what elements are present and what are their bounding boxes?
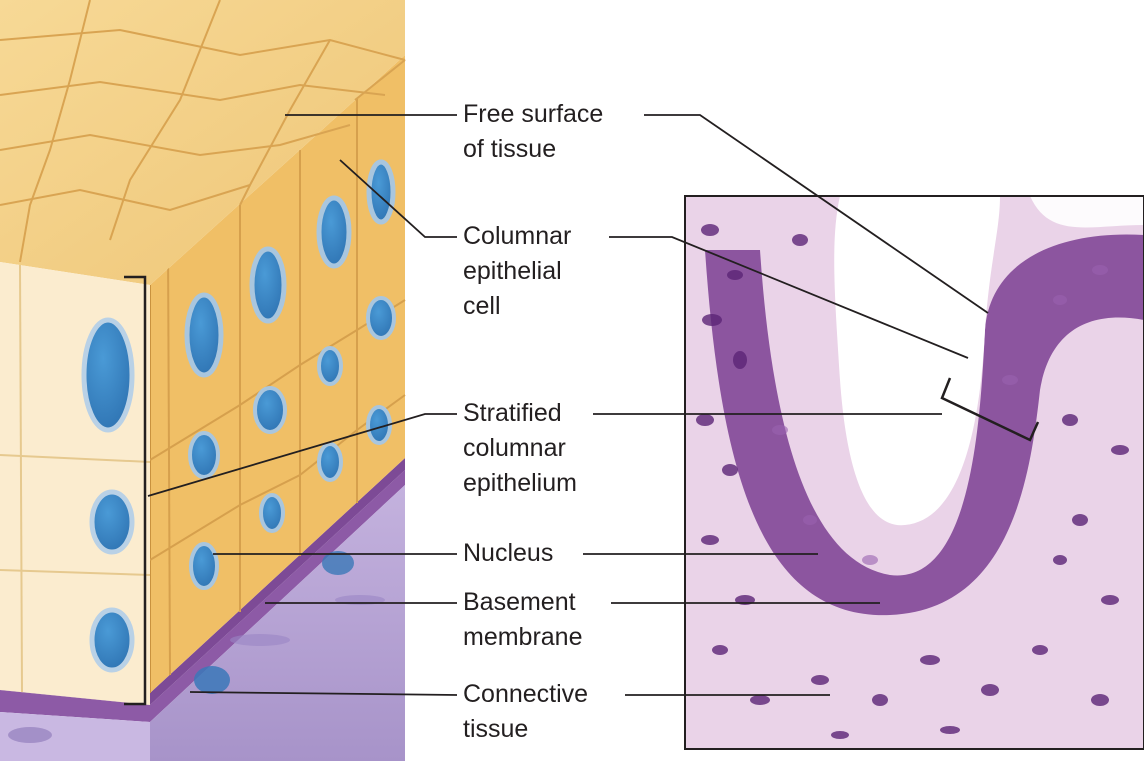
- label-nucleus-line1: Nucleus: [463, 539, 554, 567]
- label-free-surface-line1: Free surface: [463, 100, 604, 128]
- label-columnar-cell: Columnar epithelial cell: [463, 219, 571, 324]
- label-stratified-line2: columnar: [463, 434, 566, 462]
- label-stratified: Stratified columnar epithelium: [463, 396, 577, 501]
- label-stratified-line3: epithelium: [463, 469, 577, 497]
- leader-stratified-left: [147, 413, 457, 497]
- label-free-surface: Free surface of tissue: [463, 97, 603, 167]
- stratified-bracket: [124, 275, 147, 706]
- label-connective-tissue: Connective tissue: [463, 677, 588, 747]
- label-columnar-cell-line1: Columnar: [463, 222, 572, 250]
- leader-connective-left: [189, 691, 458, 696]
- label-nucleus: Nucleus: [463, 536, 553, 571]
- leader-lines: [147, 114, 989, 696]
- micrograph-image: [684, 195, 1144, 750]
- leader-columnar-cell-left: [339, 159, 457, 238]
- tissue-block-illustration: [0, 0, 406, 761]
- label-connective-line2: tissue: [463, 715, 529, 743]
- label-basement-line1: Basement: [463, 588, 576, 616]
- label-free-surface-line2: of tissue: [463, 135, 557, 163]
- label-basement-line2: membrane: [463, 623, 583, 651]
- top-surface: [0, 0, 406, 285]
- label-columnar-cell-line2: epithelial: [463, 257, 562, 285]
- label-basement-membrane: Basement membrane: [463, 585, 583, 655]
- basement-membrane: [0, 458, 405, 705]
- label-columnar-cell-line3: cell: [463, 292, 501, 320]
- label-connective-line1: Connective: [463, 680, 589, 708]
- leader-columnar-cell-right: [609, 236, 969, 359]
- leader-free-surface-right: [644, 114, 989, 314]
- label-stratified-line1: Stratified: [463, 399, 562, 427]
- front-face: [0, 262, 151, 705]
